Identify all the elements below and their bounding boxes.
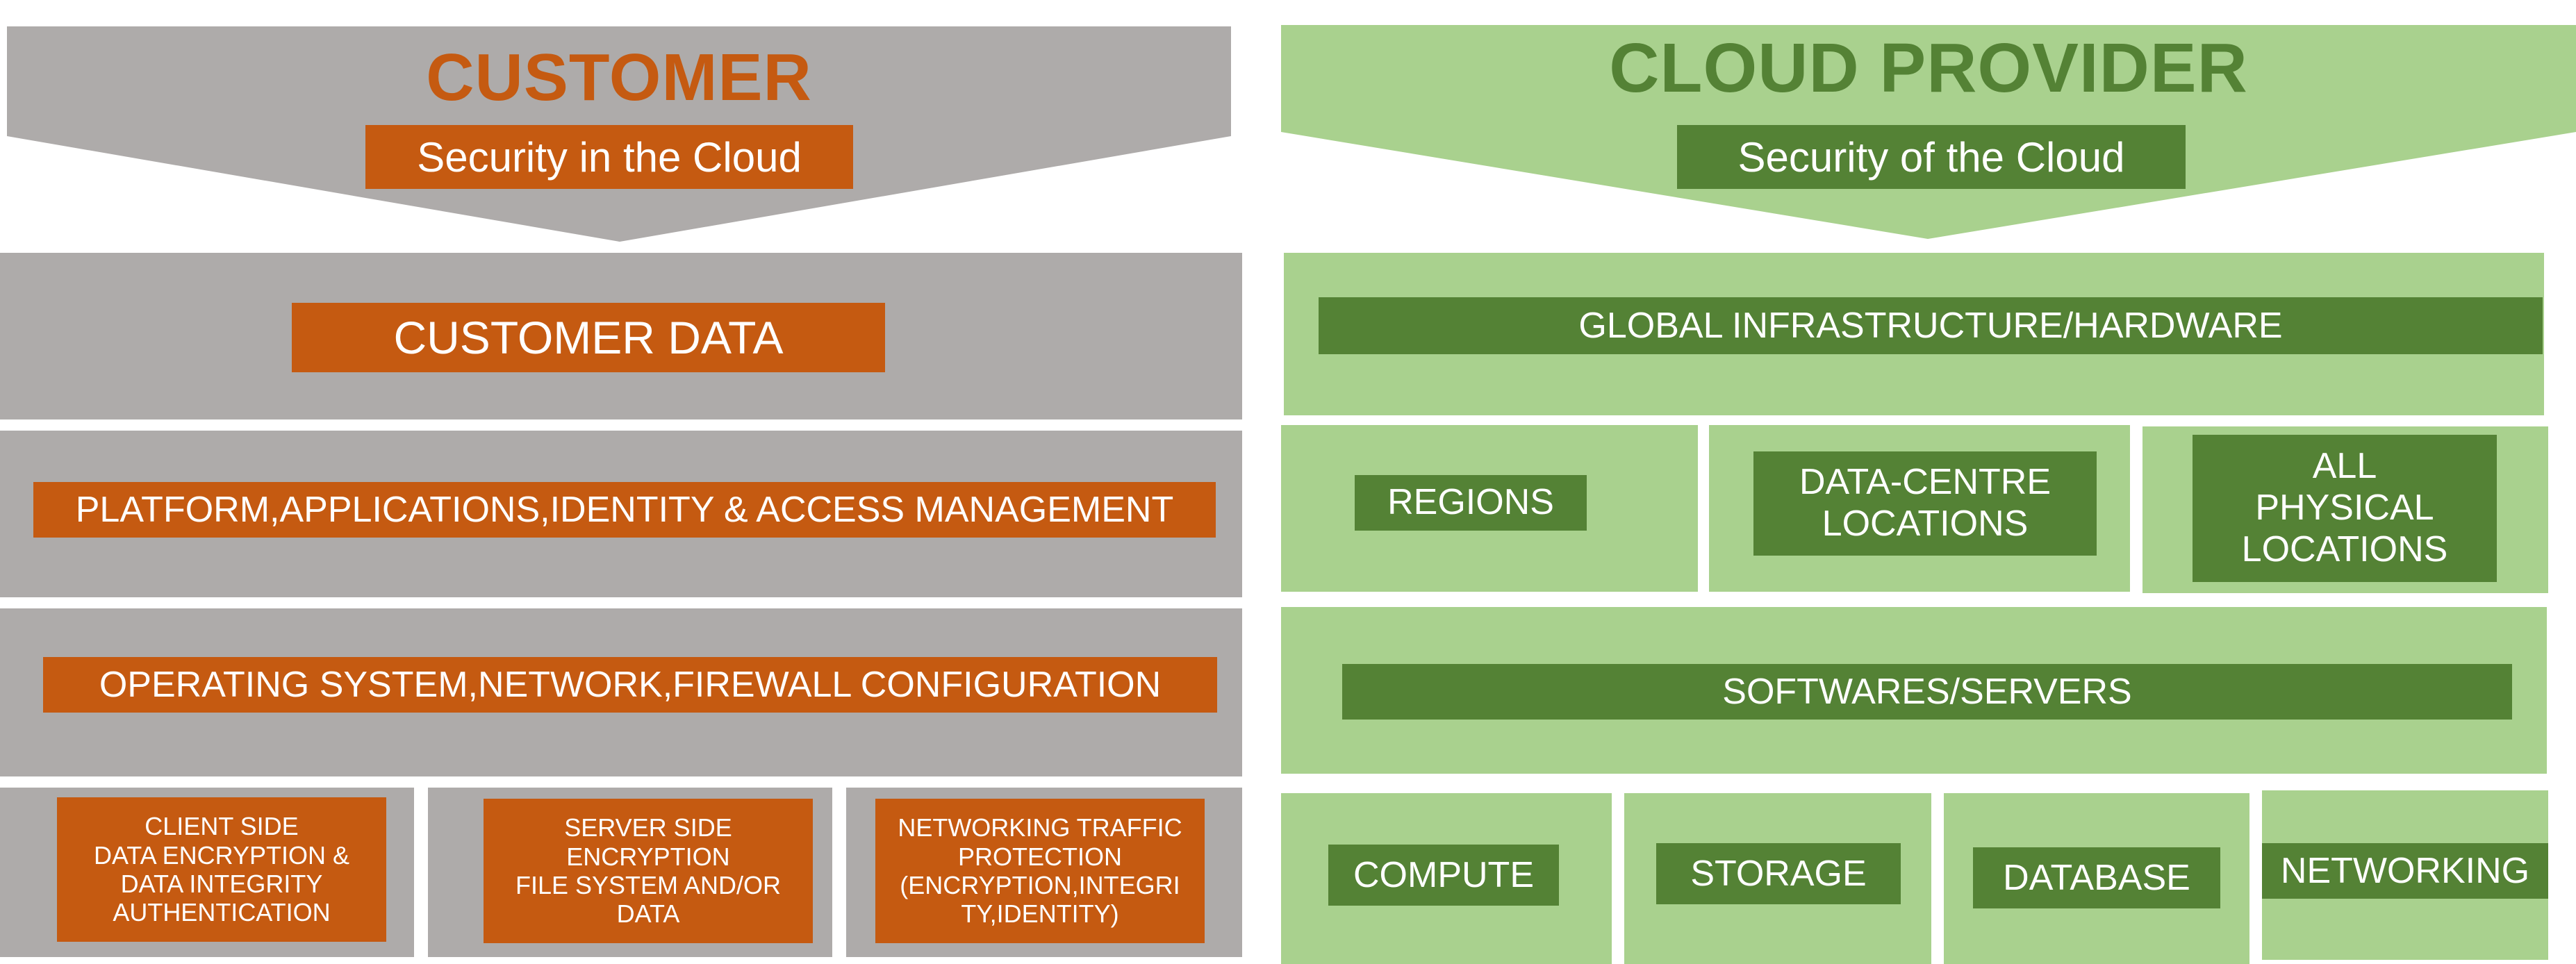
regions-label: REGIONS: [1355, 475, 1587, 531]
cloud-title: CLOUD PROVIDER: [1609, 28, 2248, 107]
client-side-label: CLIENT SIDE DATA ENCRYPTION & DATA INTEG…: [57, 797, 386, 942]
infrastructure-label: GLOBAL INFRASTRUCTURE/HARDWARE: [1319, 297, 2543, 354]
customer-title: CUSTOMER: [426, 40, 812, 115]
database-label: DATABASE: [1973, 847, 2220, 908]
cloud-subtitle: Security of the Cloud: [1677, 125, 2186, 189]
customer-subtitle: Security in the Cloud: [365, 125, 853, 189]
customer-data-label: CUSTOMER DATA: [292, 303, 885, 372]
os-label: OPERATING SYSTEM,NETWORK,FIREWALL CONFIG…: [43, 657, 1217, 713]
server-side-label: SERVER SIDE ENCRYPTION FILE SYSTEM AND/O…: [484, 799, 813, 943]
networking-traffic-label: NETWORKING TRAFFIC PROTECTION (ENCRYPTIO…: [875, 799, 1205, 943]
data-centre-label: DATA-CENTRE LOCATIONS: [1753, 451, 2097, 556]
networking-label: NETWORKING: [2262, 843, 2548, 899]
storage-label: STORAGE: [1656, 843, 1901, 904]
compute-label: COMPUTE: [1328, 845, 1559, 906]
physical-locations-label: ALL PHYSICAL LOCATIONS: [2193, 435, 2497, 582]
platform-label: PLATFORM,APPLICATIONS,IDENTITY & ACCESS …: [33, 482, 1216, 538]
software-label: SOFTWARES/SERVERS: [1342, 664, 2512, 720]
